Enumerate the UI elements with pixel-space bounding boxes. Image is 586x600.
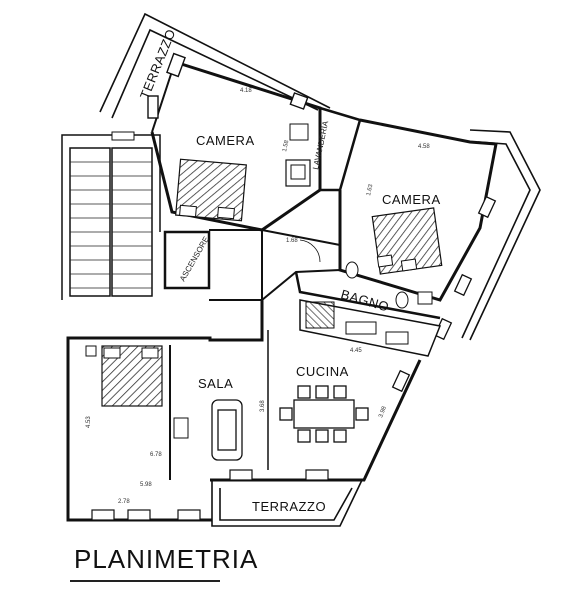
dimension-label: 1.68 [286, 238, 298, 244]
window-frames-bottom [91, 469, 329, 521]
label-camera-right: CAMERA [382, 192, 441, 207]
toilet [345, 261, 359, 279]
living-block-walls [66, 300, 422, 522]
stair-treads [70, 161, 152, 289]
kitchen-counter [299, 299, 442, 357]
dimension-label: 1.63 [366, 183, 374, 196]
desk [173, 417, 189, 439]
sofa [211, 399, 243, 461]
label-lavanderia: LAVANDERIA [311, 119, 330, 170]
label-sala: SALA [198, 376, 233, 391]
label-terrazzo-bottom: TERRAZZO [252, 499, 326, 514]
stairwell [61, 134, 161, 300]
dimension-label: 4.53 [86, 416, 92, 428]
label-camera-left: CAMERA [196, 133, 255, 148]
dimension-label: 5.98 [140, 482, 152, 488]
laundry-room [319, 106, 362, 192]
dimension-label: 4.58 [418, 144, 430, 150]
bed-bottom-left [85, 345, 163, 407]
stair-window [111, 131, 135, 141]
dimension-label: 4.18 [240, 88, 252, 94]
terrace-top-left [99, 12, 331, 119]
dimension-label: 4.45 [350, 348, 362, 354]
bathroom-walls [294, 271, 441, 320]
bed-left [175, 158, 247, 222]
dimension-label: 1.58 [282, 139, 290, 152]
washer [285, 159, 311, 187]
dimension-label: 3.68 [260, 400, 266, 412]
plan-title: PLANIMETRIA [74, 544, 259, 574]
terrace-bottom [211, 479, 363, 527]
door-swing-corridor [299, 239, 321, 263]
dimension-label: 2.78 [118, 499, 130, 505]
dimension-label: 6.78 [150, 452, 162, 458]
right-outer-wall [461, 129, 541, 341]
sink-laundry [289, 123, 309, 141]
bedroom-right-walls [338, 118, 498, 302]
corridor [209, 229, 341, 301]
dimension-label: 3.98 [378, 405, 388, 419]
elevator-shaft [163, 230, 211, 290]
bidet [395, 291, 409, 309]
label-cucina: CUCINA [296, 364, 349, 379]
title-underline [70, 580, 220, 582]
dining-table [279, 385, 369, 443]
bed-right [371, 207, 443, 275]
label-ascensore: ASCENSORE [178, 235, 211, 283]
washer-inner [290, 164, 306, 180]
bath-sink [417, 291, 433, 305]
window-frames-top [147, 52, 309, 119]
